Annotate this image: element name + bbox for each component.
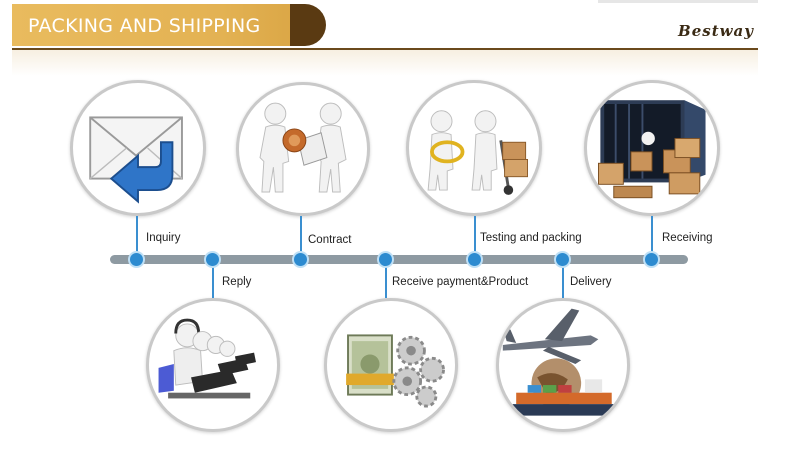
stem-delivery [562, 262, 564, 298]
container-boxes-icon [597, 100, 706, 199]
contract-image [236, 82, 370, 216]
call-center-icon [158, 318, 256, 399]
reply-image [146, 298, 280, 432]
stem-receiving [651, 216, 653, 258]
timeline-bar [110, 255, 688, 264]
stem-inquiry [136, 216, 138, 258]
label-inquiry: Inquiry [146, 232, 181, 244]
envelope-reply-icon [89, 116, 183, 204]
money-and-gears-icon [346, 334, 445, 408]
label-delivery: Delivery [570, 276, 612, 288]
header-banner-edge [290, 4, 326, 46]
header-banner [12, 4, 312, 46]
label-contract: Contract [308, 234, 352, 246]
label-reply: Reply [222, 276, 252, 288]
stem-contract [300, 216, 302, 258]
node-delivery [554, 251, 571, 268]
payment-product-image [324, 298, 458, 432]
top-tab-strip [598, 0, 758, 3]
contract-signing-icon [259, 102, 347, 193]
node-payment [377, 251, 394, 268]
stem-testing [474, 216, 476, 258]
node-reply [204, 251, 221, 268]
page-title: PACKING AND SHIPPING [28, 15, 261, 37]
node-contract [292, 251, 309, 268]
stem-payment [385, 262, 387, 298]
header-divider [12, 48, 758, 50]
plane-and-ship-icon [502, 308, 616, 416]
brand-logo-text: Bestway [678, 22, 754, 40]
label-receiving: Receiving [662, 232, 713, 244]
receiving-image [584, 80, 720, 216]
label-payment: Receive payment&Product [392, 276, 529, 288]
node-receiving [643, 251, 660, 268]
testing-packing-image [406, 80, 542, 216]
delivery-image [496, 298, 630, 432]
node-inquiry [128, 251, 145, 268]
label-testing: Testing and packing [480, 232, 582, 244]
header-shade [12, 50, 758, 76]
stem-reply [212, 262, 214, 298]
inspection-and-cart-icon [427, 110, 529, 195]
inquiry-image [70, 80, 206, 216]
node-testing [466, 251, 483, 268]
